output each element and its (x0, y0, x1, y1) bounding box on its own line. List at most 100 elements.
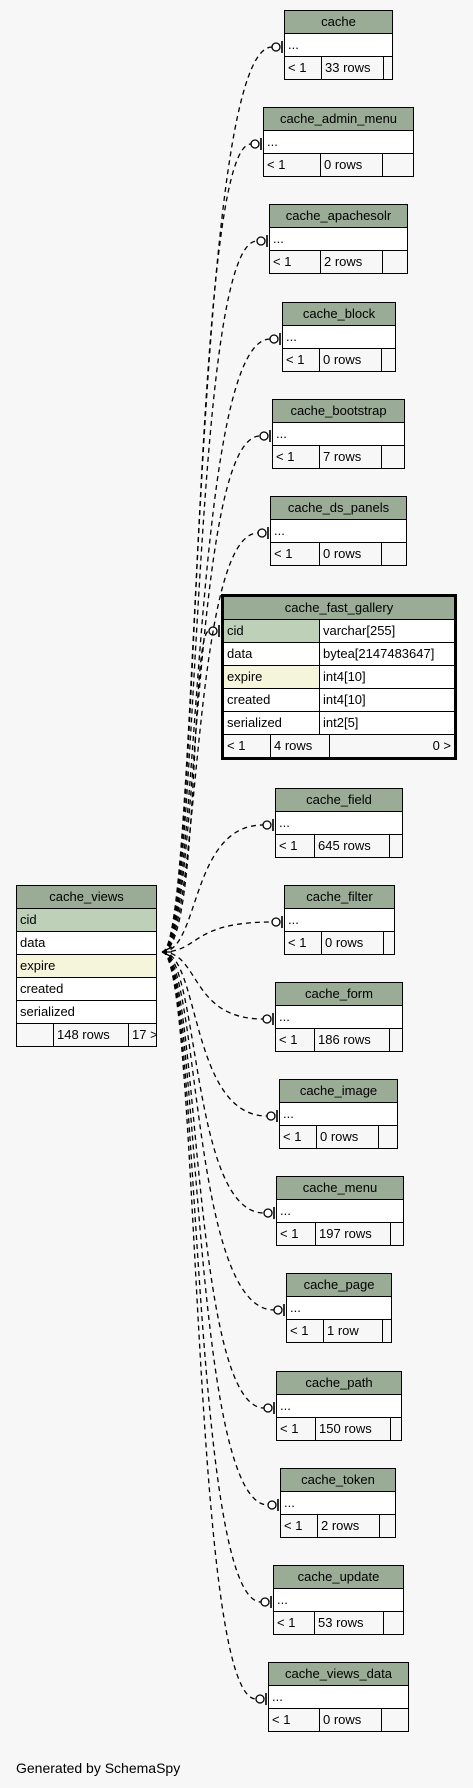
footer-cell: < 1 (273, 446, 320, 468)
footer-cell (384, 1612, 403, 1634)
footer-cell: 4 rows (271, 735, 330, 757)
footer-cell: 2 rows (318, 1515, 380, 1537)
footer-cell (390, 1029, 402, 1051)
footer-cell (383, 154, 413, 176)
table-title[interactable]: cache_apachesolr (270, 205, 407, 228)
zero-or-one-marker (271, 917, 281, 927)
column-name: serialized (227, 715, 282, 730)
zero-or-one-marker (262, 820, 272, 830)
relationship-line (161, 951, 265, 1409)
table-title[interactable]: cache_menu (277, 1177, 403, 1200)
table-title[interactable]: cache_views_data (269, 1663, 408, 1686)
footer-cell (390, 835, 402, 857)
table-title[interactable]: cache_image (280, 1080, 397, 1103)
footer-cell (391, 1418, 401, 1440)
table-title[interactable]: cache (285, 11, 392, 34)
footer-cell: < 1 (224, 735, 271, 757)
column-serialized[interactable]: serialized int2[5] (224, 712, 454, 735)
table-title[interactable]: cache_views (17, 886, 156, 909)
column-expire[interactable]: expire (17, 955, 156, 978)
column-name: created (227, 692, 271, 707)
zero-or-one-marker (257, 528, 267, 538)
table-title[interactable]: cache_block (283, 303, 395, 326)
relationship-line (161, 143, 252, 953)
table-title[interactable]: cache_bootstrap (273, 400, 404, 423)
column-name: data (227, 646, 253, 661)
footer-cell: < 1 (274, 1612, 315, 1634)
zero-or-one-marker (255, 1694, 265, 1704)
zero-or-one-marker (267, 1500, 277, 1510)
column-placeholder: ... (287, 1297, 391, 1320)
column-placeholder: ... (276, 1006, 402, 1029)
zero-or-one-marker (250, 139, 260, 149)
footer-cell: 1 row (324, 1320, 383, 1342)
table-title[interactable]: cache_fast_gallery (224, 597, 454, 620)
relationship-line (161, 630, 210, 953)
column-placeholder: ... (264, 131, 413, 154)
table-title[interactable]: cache_ds_panels (271, 497, 406, 520)
footer-cell: < 1 (271, 543, 320, 565)
footer-cell (379, 1126, 397, 1148)
column-placeholder: ... (273, 423, 404, 446)
column-type: int2[5] (319, 712, 454, 734)
table-title[interactable]: cache_update (274, 1566, 403, 1589)
column-placeholder: ... (269, 1686, 408, 1709)
zero-or-one-marker (266, 1111, 276, 1121)
relationship-line (161, 338, 271, 953)
zero-or-one-marker (256, 236, 266, 246)
zero-or-one-marker (262, 1014, 272, 1024)
table-title[interactable]: cache_filter (285, 886, 394, 909)
footer-cell: 645 rows (315, 835, 390, 857)
footer-cell: < 1 (287, 1320, 324, 1342)
column-placeholder: ... (280, 1103, 397, 1126)
table-title[interactable]: cache_admin_menu (264, 108, 413, 131)
table-title[interactable]: cache_field (276, 789, 402, 812)
table-title[interactable]: cache_page (287, 1274, 391, 1297)
table-title[interactable]: cache_form (276, 983, 402, 1006)
table-title[interactable]: cache_path (277, 1372, 401, 1395)
relationship-line (161, 46, 273, 953)
column-serialized[interactable]: serialized (17, 1001, 156, 1024)
column-data[interactable]: data (17, 932, 156, 955)
column-cid[interactable]: cid (17, 909, 156, 932)
table-title[interactable]: cache_token (281, 1469, 395, 1492)
footer-cell: 0 rows (320, 349, 382, 371)
column-created[interactable]: created (17, 978, 156, 1001)
footer-cell: < 1 (277, 1223, 316, 1245)
footer-cell (17, 1024, 54, 1046)
footer-cell (380, 1515, 395, 1537)
footer-cell: 0 rows (320, 543, 382, 565)
